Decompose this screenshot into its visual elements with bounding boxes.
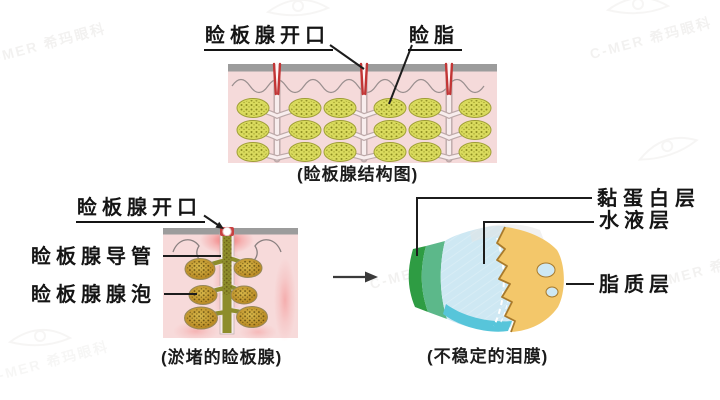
meibomian-structure-figure bbox=[228, 62, 497, 163]
watermark-eye-logo-icon bbox=[606, 0, 670, 15]
caption-structure-figure: (睑板腺结构图) bbox=[297, 165, 419, 184]
label-aqueous-layer: 水液层 bbox=[599, 210, 674, 232]
label-mucin-layer: 黏蛋白层 bbox=[597, 188, 701, 210]
duct-openings-top bbox=[272, 62, 454, 97]
acini-top bbox=[236, 98, 492, 162]
caption-clogged-figure: (淤堵的睑板腺) bbox=[161, 348, 283, 367]
caption-tearfilm-figure: (不稳定的泪膜) bbox=[427, 347, 549, 366]
label-lipid-layer: 脂质层 bbox=[599, 274, 674, 296]
watermark-eye-logo-icon bbox=[266, 0, 330, 17]
watermark-eye-logo-icon bbox=[637, 136, 699, 161]
transition-arrow bbox=[333, 271, 378, 283]
tear-film-figure bbox=[408, 224, 564, 333]
label-meibum: 睑脂 bbox=[408, 26, 462, 51]
label-gland-opening-top: 睑板腺开口 bbox=[204, 26, 333, 51]
watermark-eye-logo-icon bbox=[8, 328, 72, 347]
label-gland-acinus: 睑板腺腺泡 bbox=[31, 284, 156, 306]
label-gland-duct: 睑板腺导管 bbox=[31, 246, 156, 268]
label-gland-opening-clogged: 睑板腺开口 bbox=[76, 198, 205, 223]
acini-clogged bbox=[184, 258, 268, 330]
gland-unit-graphics bbox=[236, 62, 492, 163]
clogged-gland-figure bbox=[163, 226, 298, 342]
leader-lines bbox=[163, 44, 594, 295]
